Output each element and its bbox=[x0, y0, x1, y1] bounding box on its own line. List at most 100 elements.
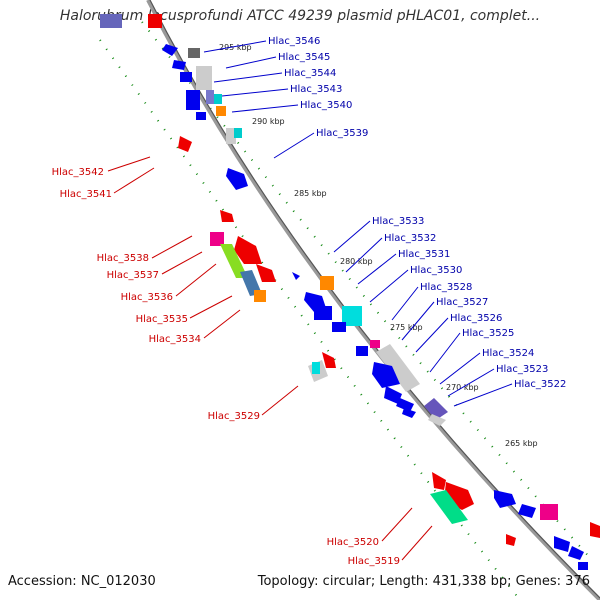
gene-label[interactable]: Hlac_3525 bbox=[462, 328, 514, 339]
gene-block bbox=[356, 346, 368, 356]
leader-line bbox=[453, 383, 513, 407]
gene-label[interactable]: Hlac_3544 bbox=[284, 68, 336, 79]
gene-label[interactable]: Hlac_3528 bbox=[420, 282, 472, 293]
gene-block bbox=[210, 232, 224, 246]
leader-line bbox=[203, 309, 241, 339]
gene-arrow bbox=[234, 236, 262, 264]
gene-label[interactable]: Hlac_3538 bbox=[97, 253, 149, 264]
gene-label[interactable]: Hlac_3540 bbox=[300, 100, 352, 111]
gene-arrow bbox=[172, 60, 186, 70]
scale-ticks: 295 kbp 290 kbp 285 kbp 280 kbp 275 kbp … bbox=[219, 43, 538, 448]
tick-label: 285 kbp bbox=[294, 189, 327, 198]
leader-line bbox=[333, 220, 371, 253]
tick-label: 280 kbp bbox=[340, 257, 373, 266]
gene-label[interactable]: Hlac_3543 bbox=[290, 84, 342, 95]
gene-block bbox=[180, 72, 192, 82]
leader-line bbox=[231, 104, 299, 113]
gene-arrow bbox=[162, 44, 178, 56]
gene-arrow bbox=[518, 504, 536, 518]
gene-block bbox=[254, 290, 266, 302]
gene-block bbox=[196, 66, 212, 90]
gene-arrow bbox=[554, 536, 570, 552]
leader-line bbox=[415, 317, 449, 353]
leader-line bbox=[189, 295, 233, 319]
leader-line bbox=[175, 263, 217, 297]
tick-label: 295 kbp bbox=[219, 43, 252, 52]
gene-label[interactable]: Hlac_3542 bbox=[52, 167, 104, 178]
tick-label: 290 kbp bbox=[252, 117, 285, 126]
gene-block bbox=[206, 90, 214, 104]
leader-line bbox=[429, 332, 461, 373]
gene-label[interactable]: Hlac_3524 bbox=[482, 348, 534, 359]
gene-block bbox=[186, 90, 200, 110]
gene-label[interactable]: Hlac_3522 bbox=[514, 379, 566, 390]
gene-block bbox=[578, 562, 588, 570]
gene-label[interactable]: Hlac_3535 bbox=[136, 314, 188, 325]
leader-line bbox=[345, 237, 383, 273]
gene-block bbox=[370, 340, 380, 348]
gene-label[interactable]: Hlac_3541 bbox=[60, 189, 112, 200]
leader-line bbox=[225, 56, 277, 69]
gene-arrow bbox=[384, 386, 402, 404]
gene-label[interactable]: Hlac_3531 bbox=[398, 249, 450, 260]
gene-label[interactable]: Hlac_3533 bbox=[372, 216, 424, 227]
gene-block bbox=[312, 362, 320, 374]
gene-block bbox=[100, 14, 122, 28]
gene-arrow bbox=[256, 264, 276, 282]
gene-label[interactable]: Hlac_3529 bbox=[208, 411, 260, 422]
genome-backbone bbox=[146, 0, 600, 600]
gene-block bbox=[428, 414, 446, 426]
forward-label-leaders bbox=[203, 40, 513, 407]
gene-arrow bbox=[506, 534, 516, 546]
gene-arrow bbox=[178, 136, 192, 152]
reverse-gene-labels: Hlac_3542 Hlac_3541 Hlac_3538 Hlac_3537 … bbox=[52, 167, 400, 567]
gene-arrow bbox=[372, 362, 400, 388]
leader-line bbox=[151, 235, 193, 259]
gene-block bbox=[216, 106, 226, 116]
gene-label[interactable]: Hlac_3537 bbox=[107, 270, 159, 281]
accession-label: Accession: NC_012030 bbox=[8, 574, 156, 589]
gene-label[interactable]: Hlac_3539 bbox=[316, 128, 368, 139]
gene-label[interactable]: Hlac_3534 bbox=[149, 334, 201, 345]
leader-line bbox=[401, 525, 433, 561]
leader-line bbox=[273, 132, 315, 159]
leader-line bbox=[113, 167, 155, 194]
gene-block bbox=[226, 128, 236, 144]
gene-arrow bbox=[494, 490, 516, 508]
gene-label[interactable]: Hlac_3523 bbox=[496, 364, 548, 375]
gene-arrow bbox=[402, 408, 416, 418]
gene-arrow bbox=[322, 352, 336, 368]
leader-line bbox=[161, 251, 203, 275]
gene-label[interactable]: Hlac_3545 bbox=[278, 52, 330, 63]
leader-line bbox=[261, 385, 299, 416]
gene-block bbox=[234, 128, 242, 138]
leader-line bbox=[447, 368, 495, 397]
leader-line bbox=[107, 156, 151, 172]
leader-line bbox=[439, 352, 481, 385]
gene-label[interactable]: Hlac_3527 bbox=[436, 297, 488, 308]
gene-arrow bbox=[292, 272, 300, 280]
gene-block bbox=[430, 490, 468, 524]
leader-line bbox=[357, 253, 397, 285]
gene-arrow bbox=[226, 168, 248, 190]
gene-label[interactable]: Hlac_3520 bbox=[327, 537, 379, 548]
gene-block bbox=[332, 322, 346, 332]
gene-block bbox=[314, 306, 332, 320]
map-title: Halorubrum lacusprofundi ATCC 49239 plas… bbox=[59, 8, 541, 24]
leader-line bbox=[213, 72, 283, 83]
gene-label[interactable]: Hlac_3530 bbox=[410, 265, 462, 276]
gene-label[interactable]: Hlac_3532 bbox=[384, 233, 436, 244]
gene-block bbox=[320, 276, 334, 290]
gene-block bbox=[214, 94, 222, 104]
gene-label[interactable]: Hlac_3526 bbox=[450, 313, 502, 324]
leader-line bbox=[381, 507, 413, 542]
tick-label: 275 kbp bbox=[390, 323, 423, 332]
gene-label[interactable]: Hlac_3536 bbox=[121, 292, 173, 303]
leader-line bbox=[221, 88, 289, 97]
gene-arrow bbox=[220, 210, 234, 222]
gene-label[interactable]: Hlac_3519 bbox=[348, 556, 400, 567]
gene-label[interactable]: Hlac_3546 bbox=[268, 36, 320, 47]
gene-arrow bbox=[590, 522, 600, 538]
